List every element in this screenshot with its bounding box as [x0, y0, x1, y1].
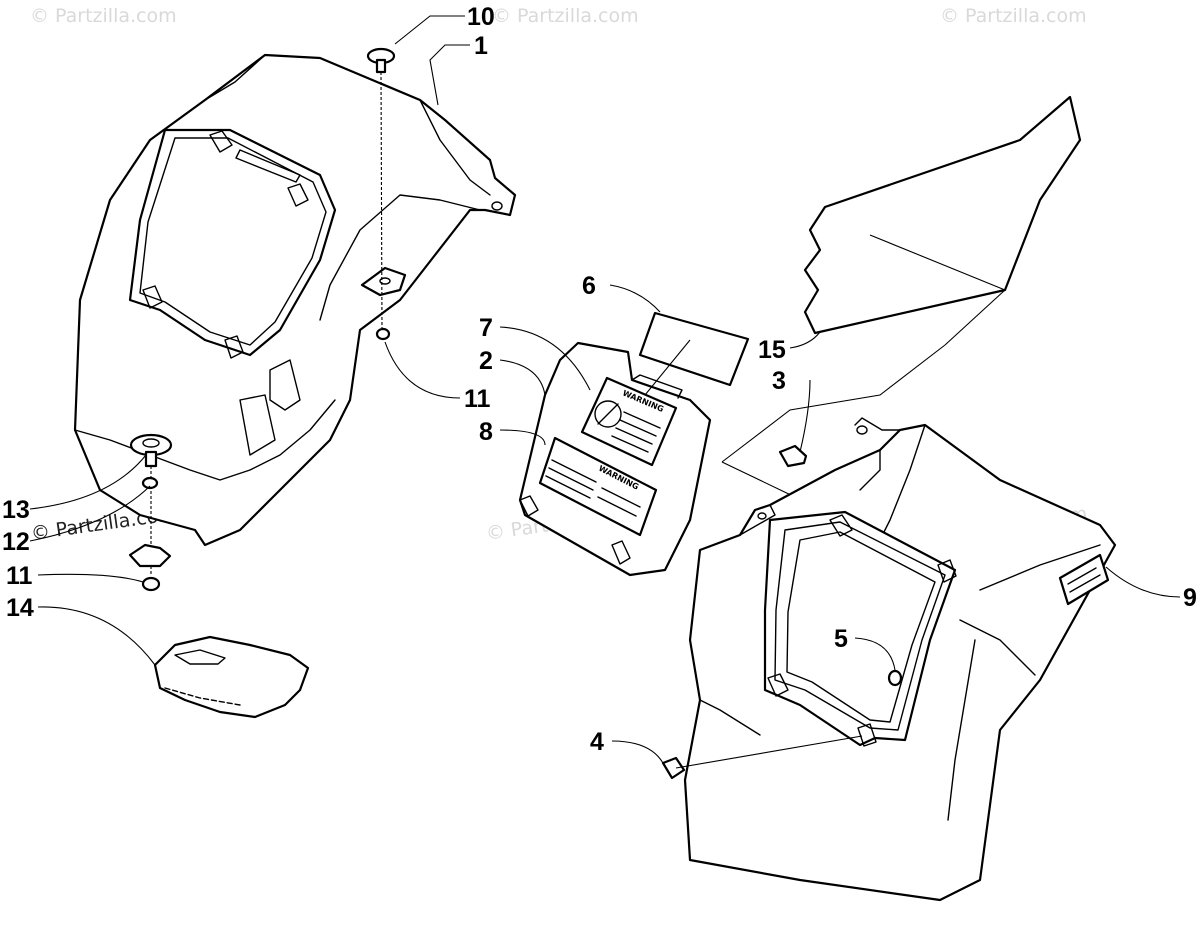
part-15-sheet — [721, 95, 1082, 498]
callout-11-upper: 11 — [464, 385, 491, 413]
callout-14: 14 — [6, 594, 34, 622]
callout-1: 1 — [474, 32, 488, 60]
part-11-nut-upper — [375, 327, 391, 341]
part-9-right-housing — [683, 417, 1117, 902]
leader-lines — [29, 15, 1181, 764]
callout-labels: 10 1 6 15 7 2 3 11 8 13 12 9 11 14 5 4 — [2, 3, 1197, 756]
callout-2: 2 — [479, 347, 493, 375]
callout-12: 12 — [2, 528, 30, 556]
part-6-label — [638, 311, 750, 396]
part-12-washer — [128, 476, 172, 568]
watermark-top-right: © Partzilla.com — [940, 5, 1087, 27]
callout-8: 8 — [479, 418, 493, 446]
part-10-screw — [366, 47, 396, 331]
callout-10: 10 — [467, 3, 495, 31]
callout-11-lower: 11 — [6, 562, 33, 590]
part-3-clip — [778, 444, 808, 468]
part-11-nut-lower — [141, 576, 161, 592]
callout-15: 15 — [758, 336, 786, 364]
part-13-pushrivet — [129, 433, 173, 575]
callout-6: 6 — [582, 272, 596, 300]
callout-5: 5 — [834, 625, 848, 653]
part-1-left-housing — [73, 53, 517, 547]
callout-4: 4 — [590, 728, 604, 756]
part-2-door-panel: WARNING WARNING — [518, 341, 712, 577]
callout-3: 3 — [772, 367, 786, 395]
part-14-pad — [153, 635, 310, 719]
watermark-top-center: © Partzilla.com — [492, 5, 639, 27]
callout-9: 9 — [1183, 584, 1197, 612]
part-4-clip — [661, 735, 863, 780]
callout-7: 7 — [479, 314, 493, 342]
watermark-top-left: © Partzilla.com — [30, 5, 177, 27]
callout-13: 13 — [2, 496, 30, 524]
